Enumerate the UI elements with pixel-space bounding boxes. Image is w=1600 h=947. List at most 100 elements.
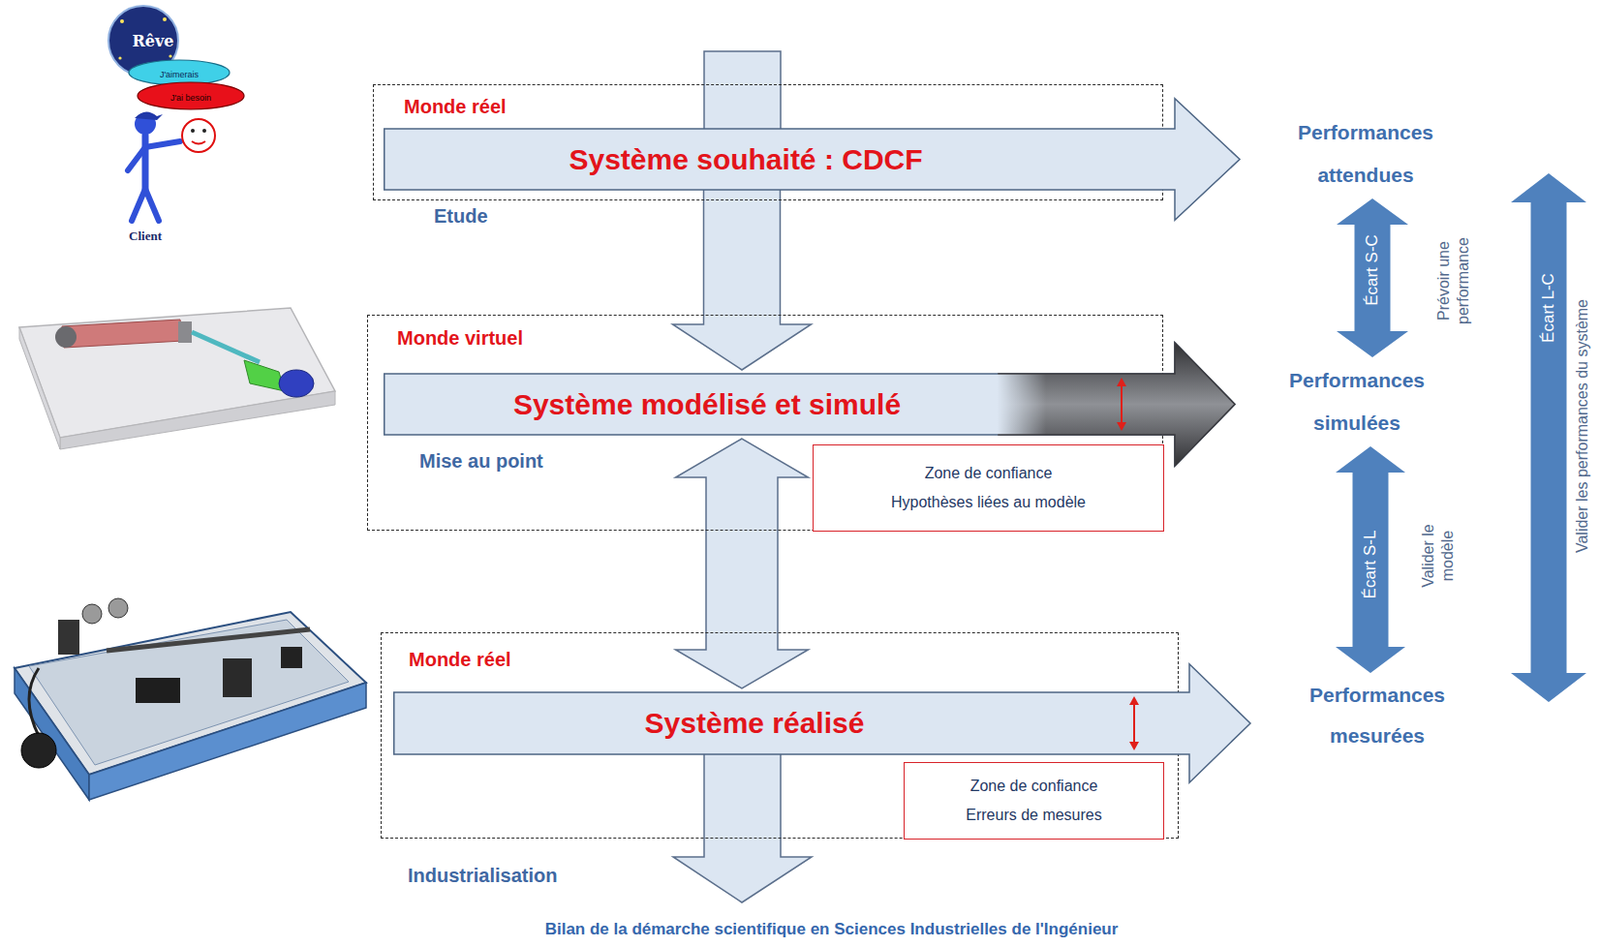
- component: [280, 646, 303, 669]
- star: [118, 56, 122, 60]
- text-holder: Système réalisé: [393, 692, 1190, 755]
- world-band: Monde virtuelMise au point Système modéli…: [367, 314, 1164, 531]
- moon-word: Rêve: [132, 31, 175, 51]
- down-arrow: [673, 745, 812, 903]
- star: [162, 17, 167, 22]
- star: [168, 54, 172, 58]
- real-system: [14, 598, 367, 800]
- range-marker: [1120, 383, 1123, 426]
- gap-name: Écart S-C: [1362, 234, 1383, 307]
- range-marker-head: [1129, 696, 1139, 706]
- performance-name: Performances simulées: [1264, 359, 1449, 445]
- text-holder: Monde virtuel: [397, 326, 524, 350]
- world-band: Monde réelSystème réaliséZone de confian…: [380, 632, 1179, 839]
- label-holder: J'aimerais: [159, 63, 199, 82]
- arm: [127, 147, 146, 171]
- arrow-body: [384, 98, 1240, 221]
- caption-holder: Bilan de la démarche scientifique en Sci…: [402, 920, 1261, 940]
- cad-cylinder: [61, 319, 184, 348]
- star: [120, 19, 124, 24]
- label-holder: Prévoir une performance: [1434, 222, 1474, 339]
- range-marker-head: [1129, 741, 1139, 751]
- cad-part: [244, 360, 285, 392]
- component: [58, 619, 80, 655]
- cable: [29, 668, 39, 737]
- flow-arrow: [676, 438, 809, 689]
- performance-node: Performances simulées: [1264, 359, 1449, 445]
- label-holder: Écart S-C: [1362, 234, 1383, 307]
- cap: [134, 111, 163, 121]
- confidence-box: Zone de confianceErreurs de mesures: [903, 762, 1165, 840]
- label-holder: Etude: [433, 204, 489, 228]
- box-body: Erreurs de mesures: [965, 800, 1103, 831]
- rail: [106, 629, 310, 651]
- label-holder: Valider les performances du système: [1572, 299, 1593, 554]
- text-holder: Monde réel: [403, 94, 507, 119]
- label-holder: J'ai besoin: [170, 87, 212, 105]
- gap-purpose: Prévoir une performance: [1434, 222, 1474, 339]
- performance-node: Performances mesurées: [1285, 675, 1470, 757]
- label-holder: Industrialisation: [407, 863, 557, 888]
- gap-arrow: [1336, 198, 1409, 358]
- text-holder: Mise au point: [419, 449, 544, 473]
- phase-name: Industrialisation: [407, 863, 557, 888]
- caption: Bilan de la démarche scientifique en Sci…: [402, 920, 1261, 940]
- face: [182, 119, 216, 153]
- cloud: [137, 82, 245, 110]
- cad-block: [178, 321, 192, 343]
- mouth: [191, 141, 206, 145]
- performance-name: Performances mesurées: [1285, 675, 1470, 757]
- label-holder: Rêve: [132, 31, 175, 51]
- cloud-word: J'ai besoin: [170, 92, 212, 103]
- system-name: Système modélisé et simulé: [513, 373, 901, 435]
- world-title: Monde réel: [403, 94, 507, 119]
- box-heading: Zone de confiance: [970, 771, 1099, 801]
- range-marker: [1133, 702, 1136, 745]
- cad-disk: [278, 369, 314, 398]
- performance-name: Performances attendues: [1273, 111, 1458, 197]
- performance-node: Performances attendues: [1273, 111, 1458, 197]
- component: [135, 677, 181, 704]
- text-holder: Monde réel: [408, 647, 512, 672]
- gap-purpose: Valider les performances du système: [1572, 299, 1593, 554]
- box-heading: Zone de confiance: [924, 459, 1053, 489]
- system-arrow: Système souhaité : CDCF: [383, 128, 1175, 190]
- world-title: Monde virtuel: [397, 326, 524, 350]
- gap-name: Écart L-C: [1538, 273, 1559, 343]
- gap-arrow: [1335, 446, 1406, 674]
- plate: [29, 619, 349, 766]
- range-marker-head: [1116, 422, 1127, 431]
- label-holder: Écart S-L: [1360, 529, 1381, 599]
- system-arrow: Système réalisé: [393, 692, 1190, 755]
- cloud: [128, 60, 230, 86]
- arm: [145, 141, 181, 148]
- system-name: Système réalisé: [645, 692, 865, 755]
- world-title: Monde réel: [408, 647, 512, 672]
- confidence-box: Zone de confianceHypothèses liées au mod…: [812, 444, 1165, 532]
- gap-name: Écart S-L: [1360, 529, 1381, 599]
- system-arrow: Système modélisé et simulé: [383, 373, 1175, 435]
- cloud-word: J'aimerais: [159, 69, 199, 80]
- cad-side: [60, 391, 336, 450]
- cad-side: [19, 327, 61, 450]
- eye: [190, 128, 195, 133]
- text-holder: Système modélisé et simulé: [383, 373, 1175, 435]
- cad-end: [55, 326, 77, 348]
- cad-rod: [191, 332, 260, 363]
- component: [222, 658, 252, 698]
- gap-purpose: Valider le modèle: [1418, 512, 1458, 600]
- arrow-blend: [997, 374, 1047, 435]
- leg: [131, 188, 146, 221]
- text-holder: Système souhaité : CDCF: [383, 128, 1175, 190]
- label-holder: Client: [128, 226, 162, 245]
- range-marker-head: [1116, 377, 1127, 387]
- box-body: Hypothèses liées au modèle: [891, 488, 1086, 518]
- world-band: Monde réelSystème souhaité : CDCF: [372, 84, 1164, 201]
- client-figure: [108, 5, 245, 221]
- motor: [21, 733, 57, 769]
- flow-arrow: [673, 189, 812, 370]
- phase-name: Etude: [433, 204, 489, 228]
- actor-name: Client: [128, 228, 162, 245]
